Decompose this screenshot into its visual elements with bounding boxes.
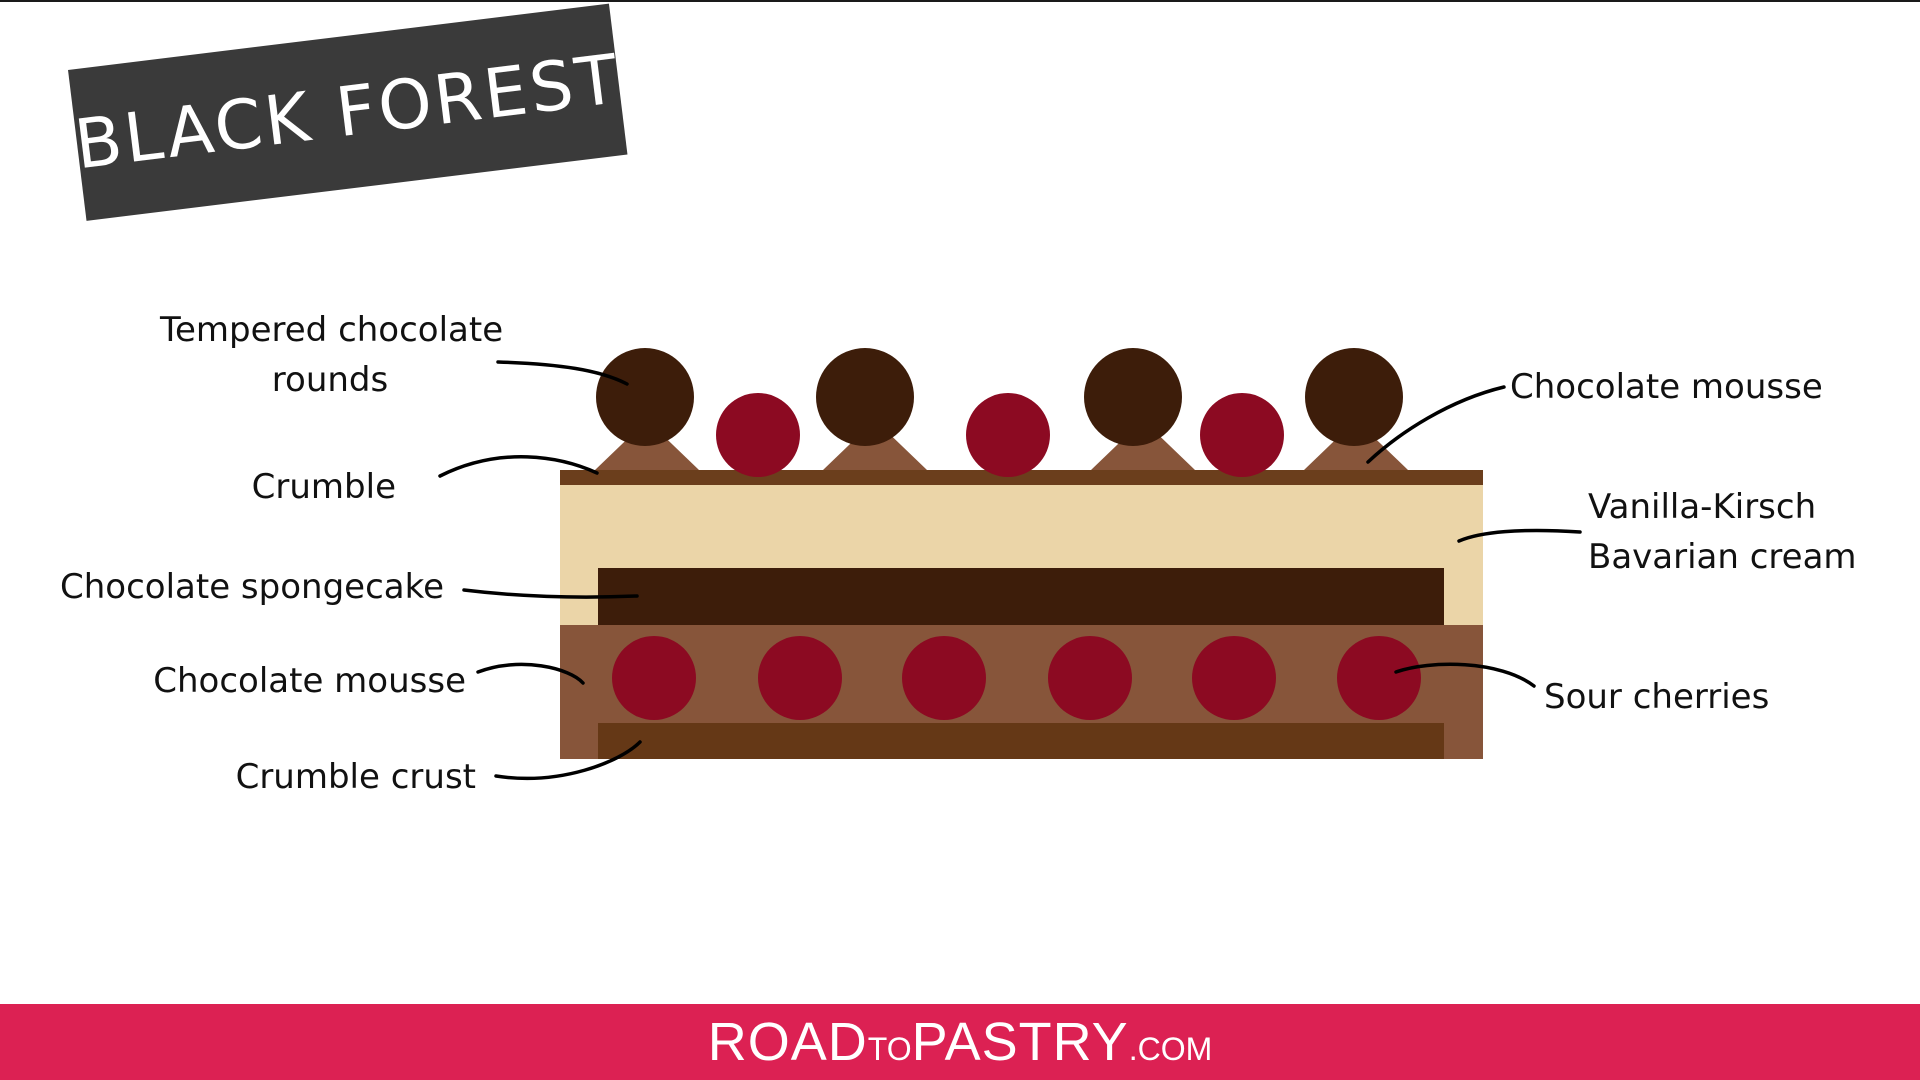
tempered-chocolate-round xyxy=(1305,348,1403,446)
crumble-crust-layer xyxy=(598,723,1444,759)
label-chocolate-mousse-left: Chocolate mousse xyxy=(153,661,466,701)
label-crumble-crust: Crumble crust xyxy=(235,757,476,797)
mousse-cone xyxy=(823,420,927,470)
chocolate-spongecake-layer xyxy=(598,568,1444,630)
tempered-chocolate-round xyxy=(816,348,914,446)
sour-cherry xyxy=(612,636,696,720)
brand-road: ROAD xyxy=(707,1012,868,1072)
sour-cherry xyxy=(902,636,986,720)
brand-to: TO xyxy=(867,1031,912,1067)
sour-cherry xyxy=(1048,636,1132,720)
brand-logo[interactable]: ROAD TO PASTRY .COM xyxy=(708,1011,1213,1073)
leader-line-spongecake xyxy=(462,588,639,599)
label-tempered-line1: Tempered chocolate xyxy=(160,310,504,350)
sour-cherry xyxy=(1192,636,1276,720)
label-bavarian-line2: Bavarian cream xyxy=(1588,537,1857,577)
top-cherry xyxy=(966,393,1050,477)
top-border-line xyxy=(0,0,1920,2)
leader-line-bavarian xyxy=(1457,528,1582,543)
label-vanilla-kirsch-bavarian-cream: Vanilla-Kirsch Bavarian cream xyxy=(1588,482,1908,582)
label-crumble: Crumble xyxy=(251,467,396,507)
leader-line-crumble xyxy=(438,455,599,478)
cake-cross-section-diagram xyxy=(438,348,1582,781)
leader-line-sour-cherries xyxy=(1394,662,1536,688)
sour-cherry xyxy=(758,636,842,720)
sour-cherry xyxy=(1337,636,1421,720)
label-tempered-line2: rounds xyxy=(271,360,389,400)
label-tempered-chocolate-rounds: Tempered chocolate rounds xyxy=(160,305,504,405)
label-chocolate-mousse-right: Chocolate mousse xyxy=(1510,367,1823,407)
label-bavarian-line1: Vanilla-Kirsch xyxy=(1588,487,1817,527)
mousse-cone xyxy=(1091,420,1195,470)
leader-line-crumble-crust xyxy=(494,740,642,781)
top-cherry xyxy=(1200,393,1284,477)
label-chocolate-spongecake: Chocolate spongecake xyxy=(60,567,444,607)
label-sour-cherries: Sour cherries xyxy=(1544,677,1770,717)
leader-line-tempered xyxy=(496,360,629,386)
tempered-chocolate-round xyxy=(596,348,694,446)
top-cherry xyxy=(716,393,800,477)
tempered-chocolate-round xyxy=(1084,348,1182,446)
brand-pastry: PASTRY xyxy=(911,1012,1129,1072)
leader-line-mousse-right xyxy=(1366,385,1506,464)
footer-bar: ROAD TO PASTRY .COM xyxy=(0,1004,1920,1080)
leader-line-mousse-left xyxy=(476,662,585,685)
brand-com: .COM xyxy=(1128,1031,1213,1067)
